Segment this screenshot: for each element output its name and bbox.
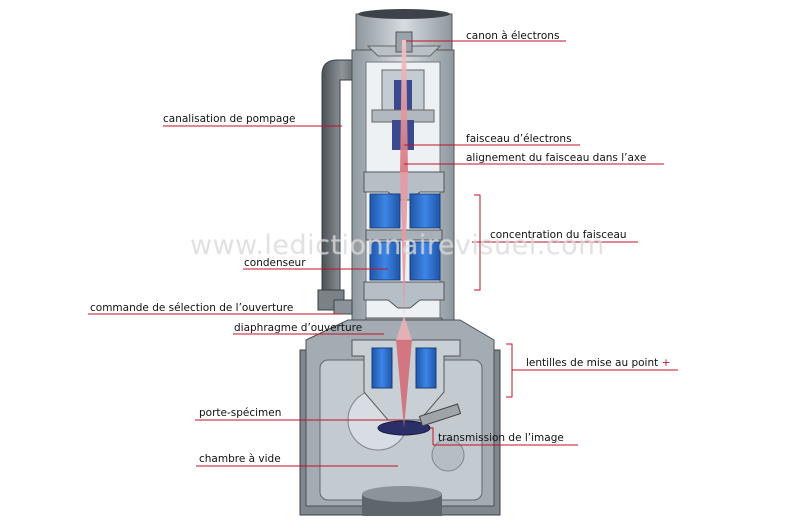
label-image-transmission: transmission de l’image: [438, 432, 564, 444]
label-vacuum-chamber: chambre à vide: [199, 453, 281, 465]
vacuum-chamber: [299, 319, 501, 516]
label-electron-beam: faisceau d’électrons: [466, 133, 572, 145]
electron-column: [333, 9, 455, 351]
brackets: [430, 194, 513, 445]
label-aperture-control: commande de sélection de l’ouverture: [90, 302, 294, 314]
label-aperture-diaphragm: diaphragme d’ouverture: [234, 322, 363, 334]
label-focusing-lenses: lentilles de mise au point +: [526, 357, 670, 369]
label-focusing-lenses-text: lentilles de mise au point: [526, 357, 659, 369]
label-pumping-pipe: canalisation de pompage: [163, 113, 296, 125]
label-beam-alignment: alignement du faisceau dans l’axe: [466, 152, 647, 164]
label-electron-gun: canon à électrons: [466, 30, 560, 42]
electron-beam: [396, 40, 412, 428]
watermark-text: www.ledictionnairevisuel.com: [190, 230, 605, 261]
label-condenser: condenseur: [244, 257, 306, 269]
label-specimen-holder: porte-spécimen: [199, 407, 282, 419]
leader-lines: [88, 40, 678, 467]
label-focusing-lenses-plus: +: [661, 357, 671, 369]
label-beam-concentration: concentration du faisceau: [490, 229, 627, 241]
